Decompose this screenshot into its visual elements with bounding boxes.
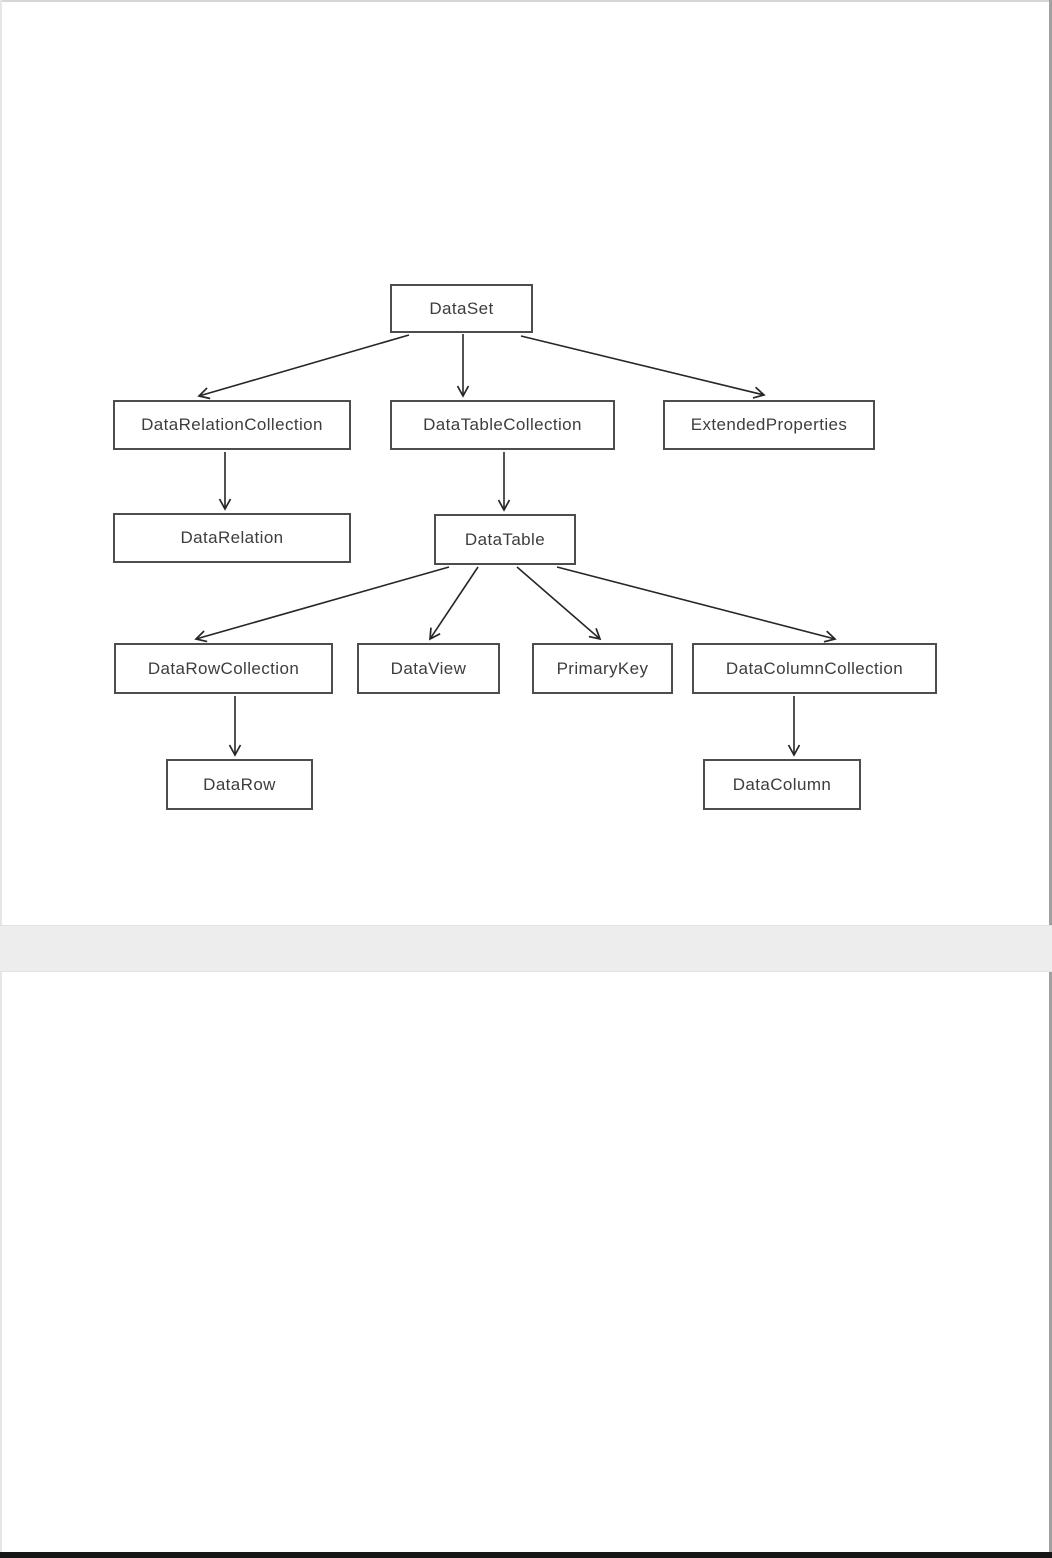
node-primarykey: PrimaryKey <box>532 643 673 694</box>
node-datarelationcollection: DataRelationCollection <box>113 400 351 450</box>
node-datatable: DataTable <box>434 514 576 565</box>
node-dataview: DataView <box>357 643 500 694</box>
viewport-left-edge <box>0 0 2 1558</box>
node-datacolumn: DataColumn <box>703 759 861 810</box>
edge-datatable-primarykey <box>516 566 602 641</box>
node-dataset: DataSet <box>390 284 533 333</box>
edge-datatable-datarowcollection <box>194 566 450 643</box>
page-break-band <box>0 925 1052 972</box>
node-datarowcollection: DataRowCollection <box>114 643 333 694</box>
viewport-top-edge <box>0 0 1052 2</box>
node-datarelation: DataRelation <box>113 513 351 563</box>
edge-dataset-datarelationcollection <box>197 334 410 400</box>
edge-dataset-extendedproperties <box>520 335 766 399</box>
node-datarow: DataRow <box>166 759 313 810</box>
edge-datatable-datacolumncollection <box>556 566 837 643</box>
edges-layer <box>194 334 837 757</box>
node-datacolumncollection: DataColumnCollection <box>692 643 937 694</box>
window-bottom-strip <box>0 1552 1052 1558</box>
viewport-right-edge <box>1049 0 1052 1558</box>
node-datatablecollection: DataTableCollection <box>390 400 615 450</box>
edge-datatable-dataview <box>429 566 479 641</box>
node-extendedproperties: ExtendedProperties <box>663 400 875 450</box>
